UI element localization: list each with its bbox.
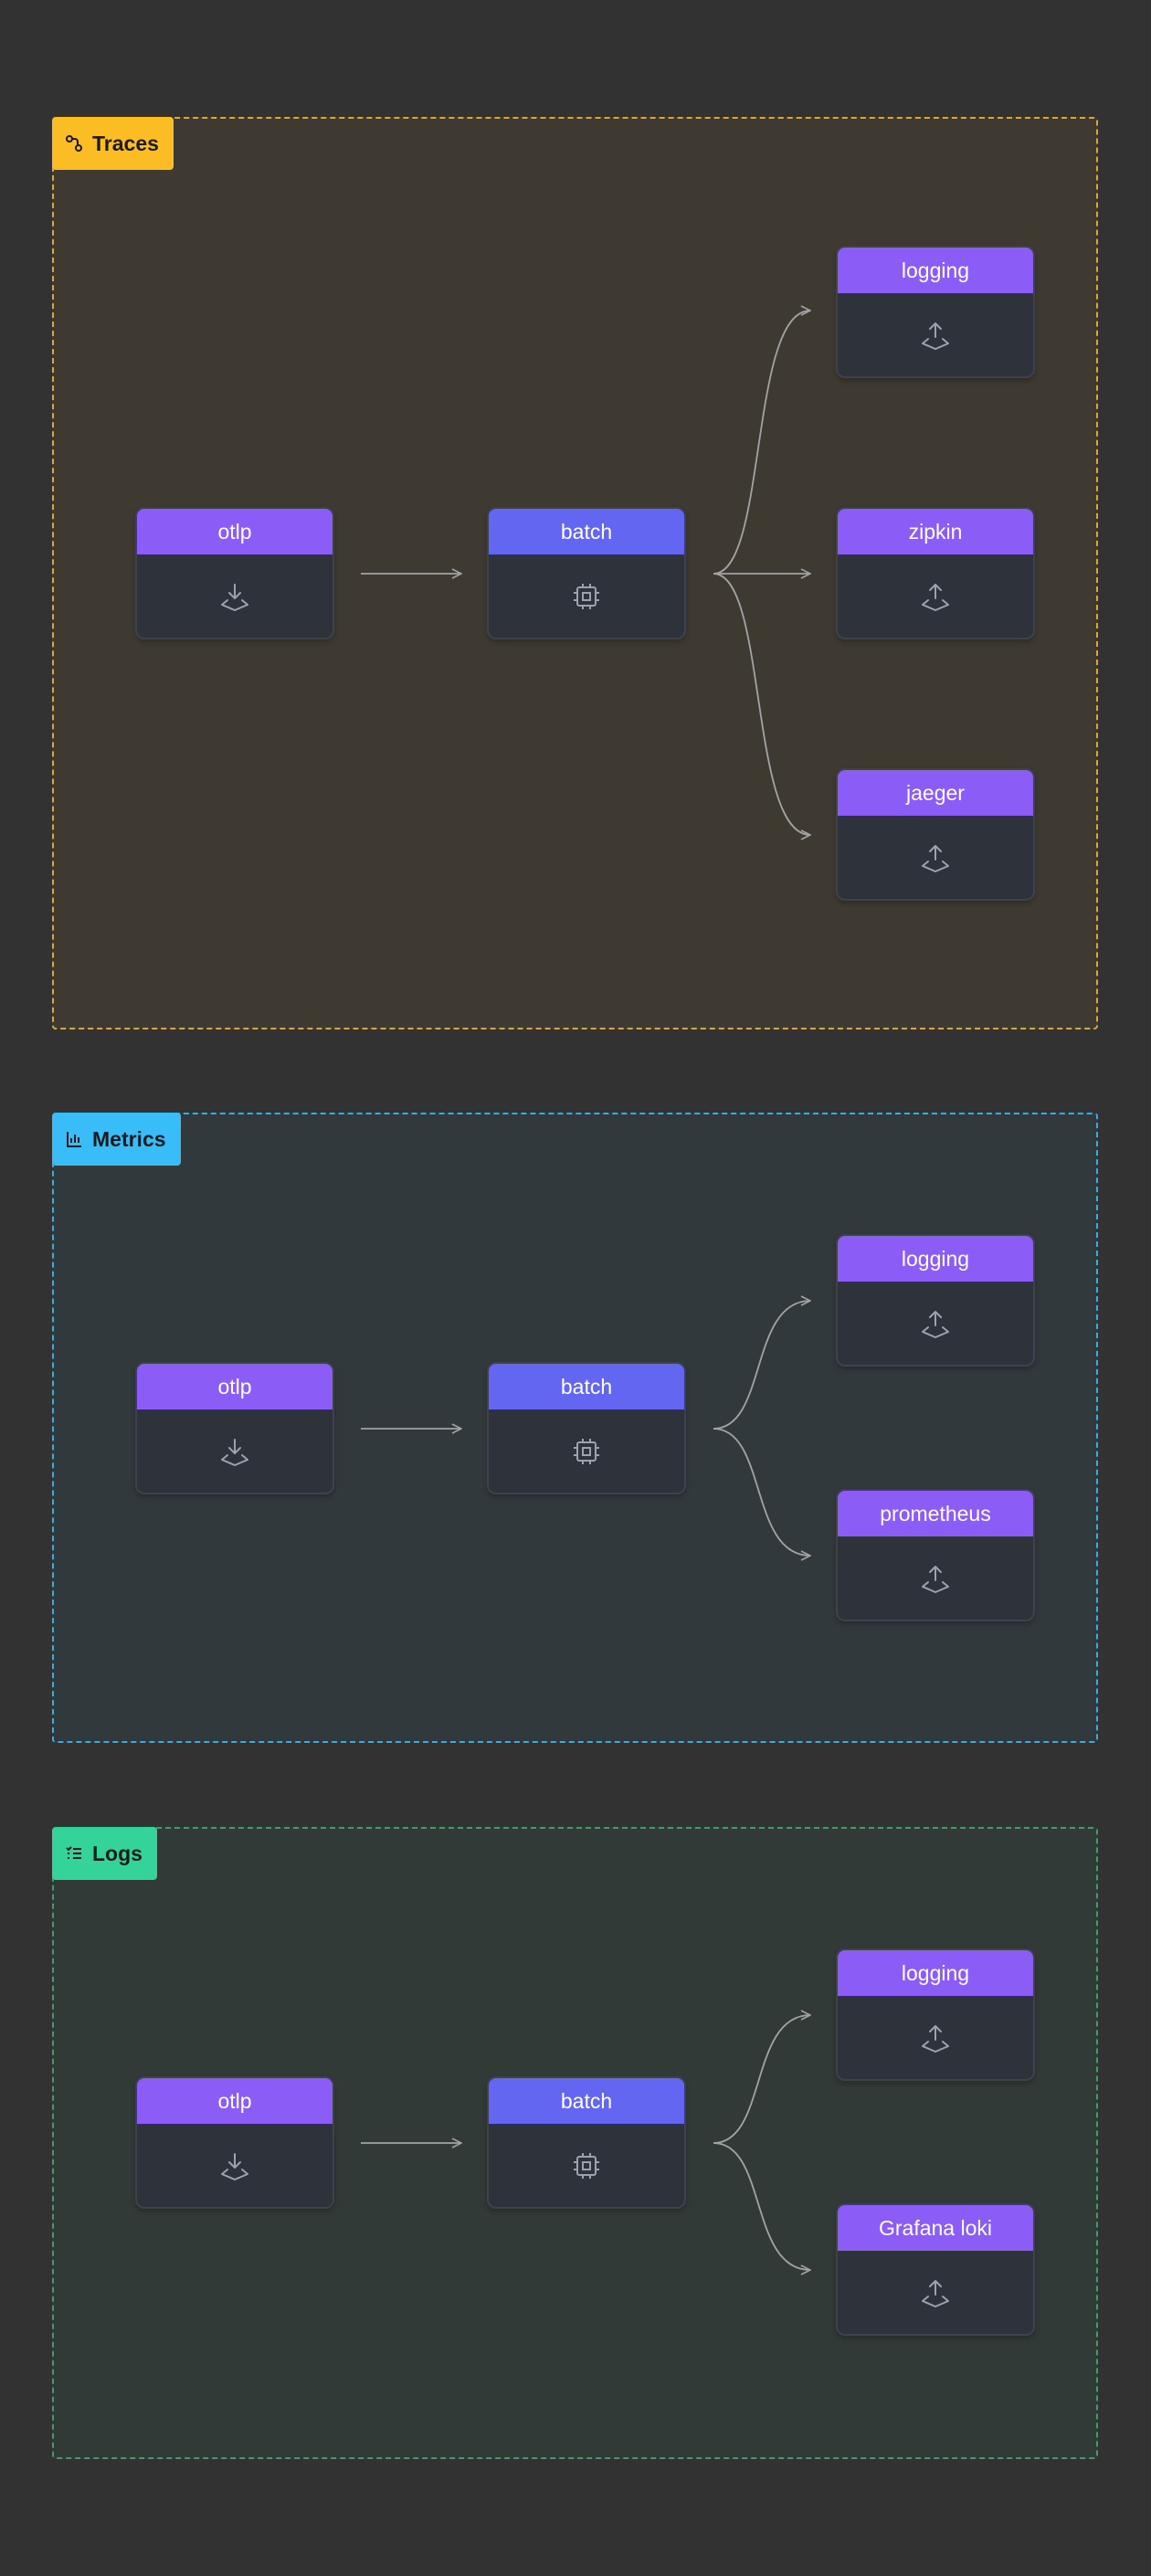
traces-pipeline-tag[interactable]: Traces [52,117,174,170]
node-label: prometheus [838,1491,1033,1536]
node-label: logging [838,1950,1033,1996]
logs-pipeline-tag[interactable]: Logs [52,1827,157,1880]
upload-icon [922,844,949,872]
traces-processor-node[interactable]: batch [487,507,686,639]
logs-exporter-node[interactable]: logging [836,1948,1035,2081]
traces-exporter-node[interactable]: zipkin [836,507,1035,639]
trace-icon [66,135,82,152]
metrics-processor-node[interactable]: batch [487,1362,686,1494]
metrics-pipeline-label: Metrics [92,1126,166,1151]
download-icon [221,1438,248,1466]
node-label: otlp [137,1364,333,1409]
node-label: logging [838,248,1033,293]
node-label: zipkin [838,509,1033,554]
traces-pipeline-label: Traces [92,131,159,155]
traces-exporter-node[interactable]: logging [836,246,1035,378]
list-icon [66,1846,81,1859]
traces-exporter-node[interactable]: jaeger [836,768,1035,901]
download-icon [221,2152,248,2180]
logs-exporter-node[interactable]: Grafana loki [836,2203,1035,2336]
logs-receiver-node[interactable]: otlp [135,2076,334,2209]
node-label: otlp [137,509,333,554]
node-label: batch [489,509,684,554]
logs-pipeline-label: Logs [92,1841,143,1865]
upload-icon [922,1310,949,1338]
upload-icon [922,2279,949,2307]
upload-icon [922,1565,949,1593]
cpu-icon [574,2152,599,2179]
traces-receiver-node[interactable]: otlp [135,507,334,639]
metrics-exporter-node[interactable]: prometheus [836,1489,1035,1621]
node-label: Grafana loki [838,2205,1033,2251]
cpu-icon [574,1438,599,1464]
download-icon [221,583,248,611]
node-label: batch [489,2078,684,2124]
metrics-pipeline-tag[interactable]: Metrics [52,1113,181,1166]
upload-icon [922,2024,949,2053]
upload-icon [922,583,949,611]
node-label: otlp [137,2078,333,2124]
node-label: batch [489,1364,684,1409]
metrics-exporter-node[interactable]: logging [836,1234,1035,1367]
bar-chart-icon [67,1132,81,1147]
cpu-icon [574,583,599,609]
logs-processor-node[interactable]: batch [487,2076,686,2209]
node-label: logging [838,1236,1033,1282]
node-label: jaeger [838,770,1033,816]
metrics-receiver-node[interactable]: otlp [135,1362,334,1494]
upload-icon [922,322,949,350]
